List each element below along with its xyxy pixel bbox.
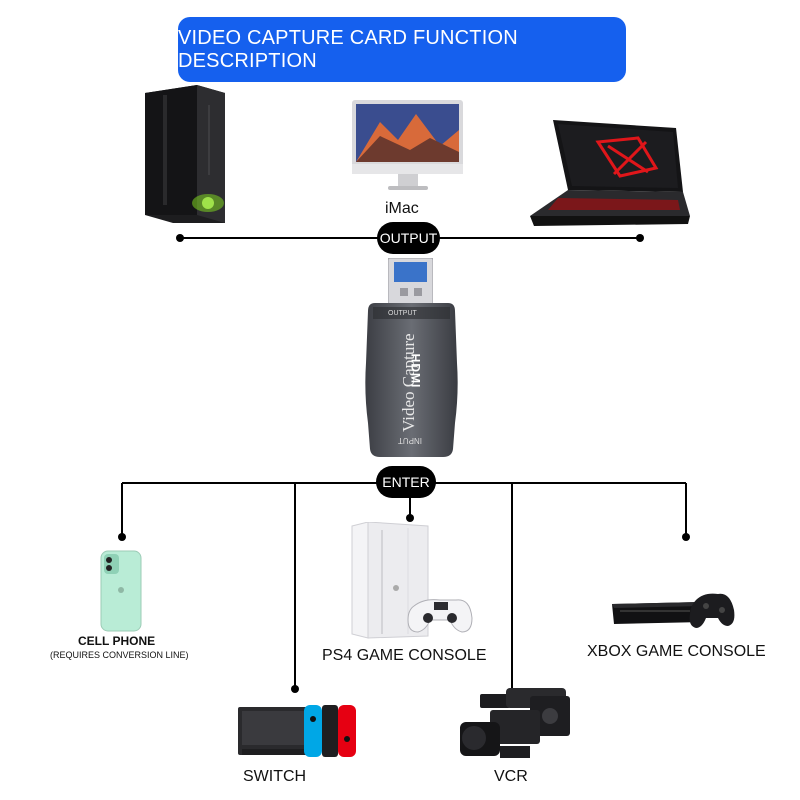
card-port-input: INPUT (398, 436, 422, 445)
capture-card-body (365, 303, 458, 457)
ps4-console-icon (351, 522, 473, 639)
desktop-pc-icon (145, 85, 225, 223)
imac-icon (352, 100, 463, 190)
input-dot-switch (291, 685, 299, 693)
imac-label: iMac (385, 200, 419, 217)
output-label: OUTPUT (379, 230, 438, 246)
output-pill: OUTPUT (377, 222, 440, 254)
title-text: VIDEO CAPTURE CARD FUNCTION DESCRIPTION (178, 26, 518, 72)
card-hdmi-logo: HDMI (408, 353, 423, 389)
cell-phone-icon (100, 550, 142, 632)
enter-pill: ENTER (376, 466, 436, 498)
xbox-label: XBOX GAME CONSOLE (587, 643, 766, 660)
card-port-output: OUTPUT (388, 310, 417, 317)
input-dot-ps4 (406, 514, 414, 522)
enter-label: ENTER (382, 474, 430, 490)
vcr-camcorder-icon (460, 688, 570, 758)
ps4-label: PS4 GAME CONSOLE (322, 647, 487, 664)
usb-plug-icon (388, 258, 433, 307)
xbox-console-icon (612, 593, 735, 628)
output-dot-left (176, 234, 184, 242)
switch-console-icon (238, 705, 356, 757)
switch-label: SWITCH (243, 768, 307, 785)
cell-phone-note: (REQUIRES CONVERSION LINE) (50, 650, 189, 660)
cell-phone-label: CELL PHONE (78, 634, 156, 648)
vcr-label: VCR (494, 768, 528, 785)
laptop-icon (530, 120, 690, 226)
title-banner: VIDEO CAPTURE CARD FUNCTION DESCRIPTION (178, 17, 626, 82)
input-dot-xbox (682, 533, 690, 541)
input-dot-phone (118, 533, 126, 541)
output-dot-right (636, 234, 644, 242)
